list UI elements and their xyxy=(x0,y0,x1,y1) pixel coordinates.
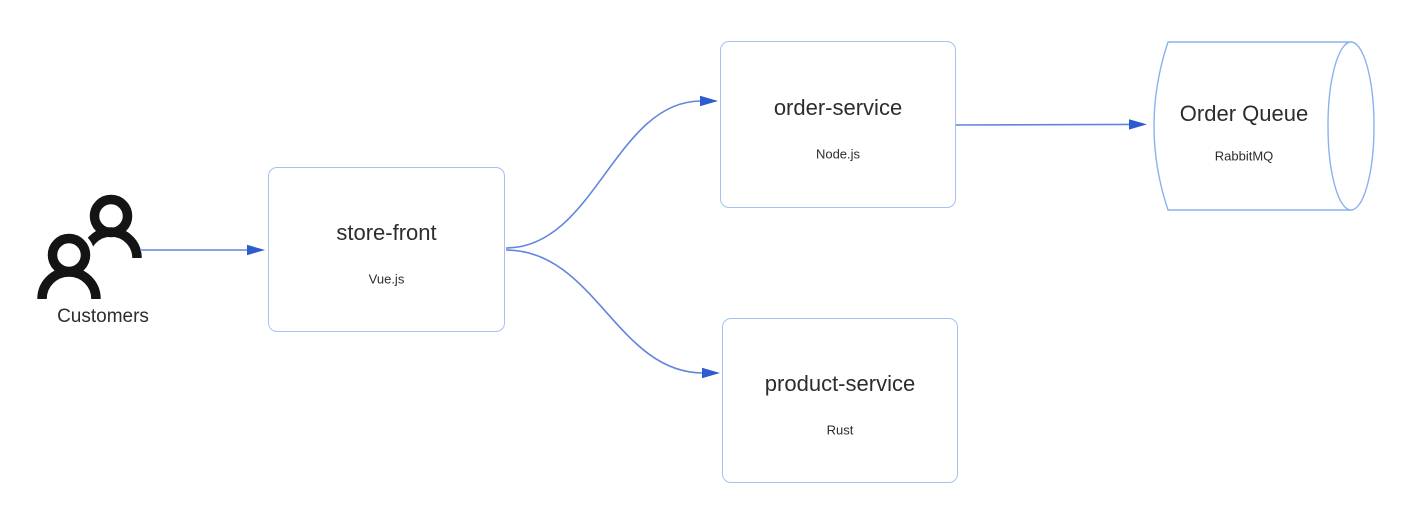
node-order-queue-title: Order Queue xyxy=(1179,101,1309,127)
node-product-service-subtitle: Rust xyxy=(826,422,854,438)
node-order-queue-subtitle: RabbitMQ xyxy=(1214,148,1274,164)
node-product-service[interactable]: product-service Rust xyxy=(722,318,958,483)
node-store-front[interactable]: store-front Vue.js xyxy=(268,167,505,332)
customers-label: Customers xyxy=(57,306,149,327)
node-store-front-subtitle: Vue.js xyxy=(368,271,405,287)
node-order-queue[interactable]: Order Queue RabbitMQ xyxy=(1160,42,1328,210)
node-order-service[interactable]: order-service Node.js xyxy=(720,41,956,208)
node-order-service-title: order-service xyxy=(773,95,903,120)
node-store-front-title: store-front xyxy=(336,220,437,246)
edge-storefront-to-productservice xyxy=(505,249,720,379)
edge-orderservice-to-orderqueue xyxy=(955,119,1147,130)
node-order-queue-shape[interactable] xyxy=(1153,41,1375,211)
customers-icon[interactable] xyxy=(37,194,142,300)
node-product-service-title: product-service xyxy=(764,371,916,397)
node-order-service-subtitle: Node.js xyxy=(815,146,861,162)
edge-storefront-to-orderservice xyxy=(505,95,718,249)
